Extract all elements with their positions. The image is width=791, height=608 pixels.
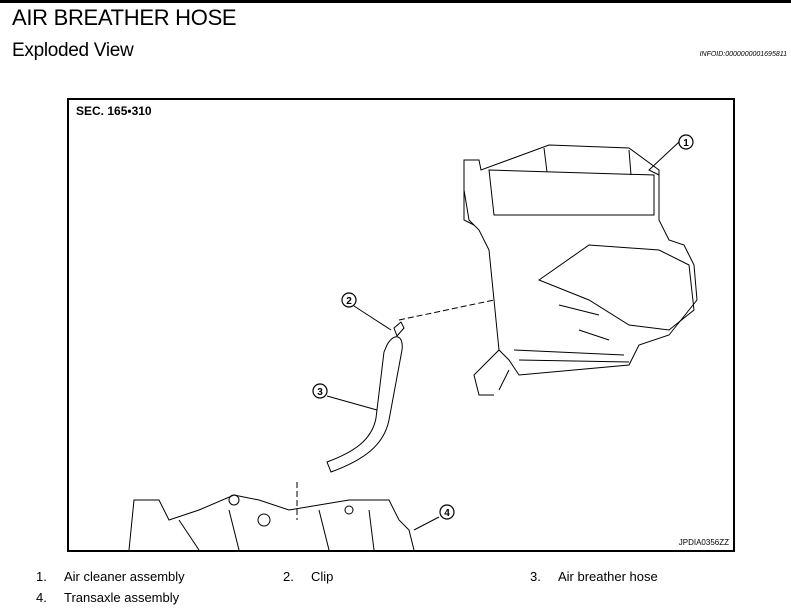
legend-label: Clip bbox=[311, 569, 334, 584]
exploded-view-drawing: 1 2 3 4 bbox=[128, 134, 698, 550]
transaxle-assembly-drawing bbox=[128, 494, 415, 550]
callout-2 bbox=[341, 292, 357, 308]
legend-number: 1. bbox=[36, 569, 47, 584]
callout-label-1: 1 bbox=[683, 138, 689, 149]
legend-label: Air breather hose bbox=[558, 569, 658, 584]
legend-number: 2. bbox=[283, 569, 294, 584]
page-title: AIR BREATHER HOSE bbox=[12, 5, 237, 30]
section-subtitle: Exploded View bbox=[12, 40, 134, 61]
exploded-view-figure: SEC. 165•310 bbox=[67, 98, 735, 552]
callout-circles bbox=[312, 134, 694, 520]
legend-number: 4. bbox=[36, 590, 47, 605]
air-cleaner-assembly-drawing bbox=[463, 144, 698, 396]
callout-1 bbox=[678, 134, 694, 150]
callout-4 bbox=[439, 504, 455, 520]
callout-label-3: 3 bbox=[317, 387, 323, 398]
section-reference: SEC. 165•310 bbox=[76, 104, 152, 118]
assembly-leader-line bbox=[398, 299, 495, 321]
figure-id: JPDIA0356ZZ bbox=[678, 538, 729, 547]
legend-label: Transaxle assembly bbox=[64, 590, 180, 605]
info-id: INFOID:0000000001695811 bbox=[699, 51, 787, 58]
legend-number: 3. bbox=[530, 569, 541, 584]
legend-label: Air cleaner assembly bbox=[64, 569, 185, 584]
callout-3 bbox=[312, 383, 328, 399]
air-breather-hose-drawing bbox=[326, 321, 405, 473]
callout-label-2: 2 bbox=[346, 296, 352, 307]
callout-label-4: 4 bbox=[444, 508, 450, 519]
callout-lines bbox=[326, 141, 680, 531]
top-rule bbox=[0, 0, 791, 3]
clip-drawing bbox=[393, 321, 405, 337]
